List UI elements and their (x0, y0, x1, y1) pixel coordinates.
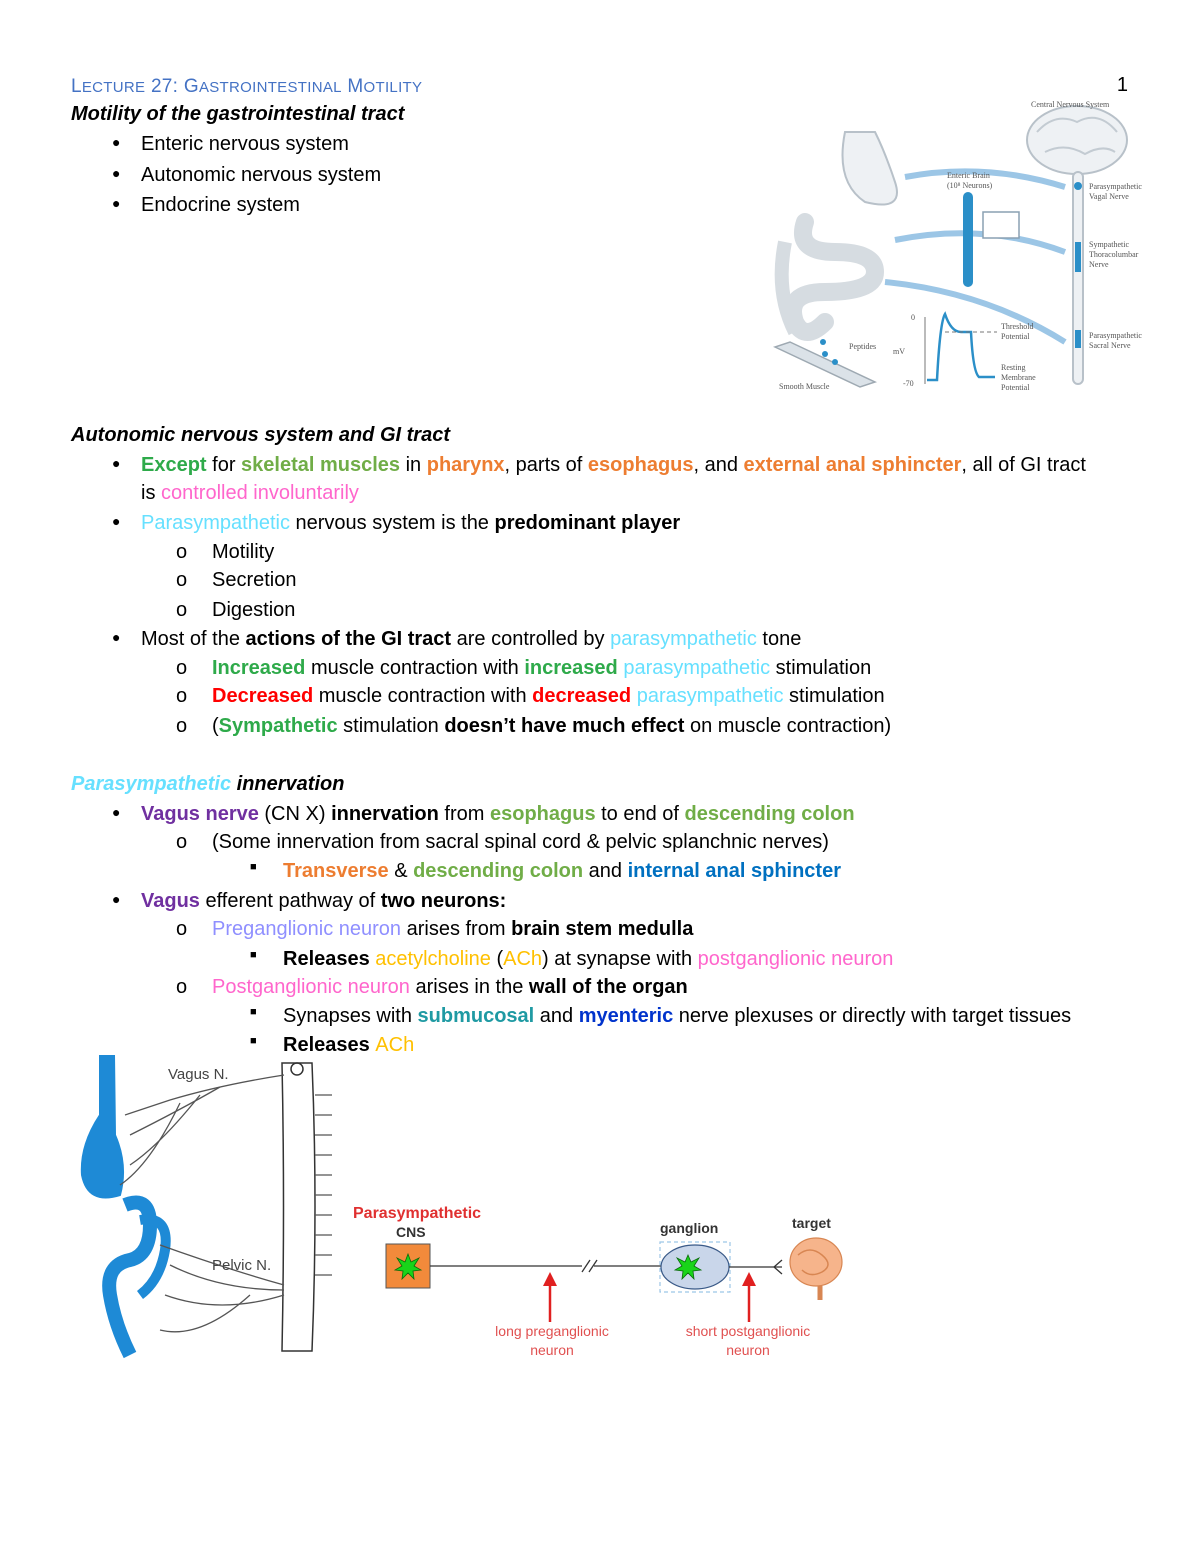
bullet-dot: ● (112, 165, 121, 181)
cns-label: CNS (396, 1224, 426, 1240)
short-postganglionic-label: short postganglionic (686, 1323, 811, 1339)
section-heading-autonomic: Autonomic nervous system and GI tract (71, 424, 450, 446)
svg-text:Smooth Muscle: Smooth Muscle (779, 382, 830, 391)
sub-item: Motility (212, 541, 275, 563)
svg-text:Sacral Nerve: Sacral Nerve (1089, 341, 1131, 350)
svg-text:Vagal Nerve: Vagal Nerve (1089, 192, 1129, 201)
target-label: target (792, 1215, 831, 1231)
svg-text:Threshold: Threshold (1001, 322, 1033, 331)
pelvic-label: Pelvic N. (212, 1257, 271, 1274)
smooth-muscle-icon (772, 341, 878, 388)
svg-text:Parasympathetic: Parasympathetic (1089, 182, 1142, 191)
enteric-chain (963, 192, 973, 287)
bullet-dot: ● (112, 804, 121, 820)
bullet-dot: ● (112, 195, 121, 211)
sub-bullet: o (176, 541, 188, 563)
list-item-continued: is controlled involuntarily (141, 482, 359, 504)
sub-bullet: o (176, 569, 188, 591)
bullet-dot: ● (112, 455, 121, 471)
svg-text:neuron: neuron (530, 1342, 574, 1358)
intestine-icon (102, 1195, 158, 1359)
section-heading-motility: Motility of the gastrointestinal tract (71, 103, 405, 125)
svg-text:mV: mV (893, 347, 905, 356)
long-preganglionic-label: long preganglionic (495, 1323, 609, 1339)
square-bullet: ■ (250, 1035, 257, 1047)
intestine-icon (784, 213, 885, 341)
ganglion-label: ganglion (660, 1220, 718, 1236)
sub-item: Decreased muscle contraction with decrea… (212, 685, 885, 707)
sub-item: (Some innervation from sacral spinal cor… (212, 831, 829, 853)
svg-text:Parasympathetic: Parasympathetic (1089, 331, 1142, 340)
list-item: Vagus nerve (CN X) innervation from esop… (141, 803, 855, 825)
page-number: 1 (1116, 74, 1128, 96)
svg-text:Thoracolumbar: Thoracolumbar (1089, 250, 1139, 259)
neuron-star-icon (393, 1252, 423, 1281)
square-bullet: ■ (250, 861, 257, 873)
svg-text:Potential: Potential (1001, 332, 1030, 341)
svg-text:Sympathetic: Sympathetic (1089, 240, 1129, 249)
pathway-title: Parasympathetic (353, 1205, 481, 1222)
svg-text:Membrane: Membrane (1001, 373, 1036, 382)
spinal-cord (1072, 171, 1084, 385)
esophagus-stomach (80, 1055, 125, 1199)
intestine-target-icon (789, 1237, 843, 1300)
list-item: Parasympathetic nervous system is the pr… (141, 512, 681, 534)
svg-text:Resting: Resting (1001, 363, 1025, 372)
sub-bullet: o (176, 831, 188, 853)
sub-item: Postganglionic neuron arises in the wall… (212, 976, 688, 998)
list-item: Endocrine system (141, 194, 300, 216)
svg-text:neuron: neuron (726, 1342, 770, 1358)
sub-item: Secretion (212, 569, 297, 591)
brain-icon (1026, 105, 1128, 175)
sub-sub-item: Releases acetylcholine (ACh) at synapse … (283, 948, 894, 970)
bullet-dot: ● (112, 134, 121, 150)
arrow-vagal (904, 168, 1066, 190)
svg-text:0: 0 (911, 313, 915, 322)
list-item: Vagus efferent pathway of two neurons: (141, 890, 507, 912)
vagus-pelvic-diagram: Vagus N. Pelvic N. (80, 1055, 332, 1359)
arrow-up-icon (543, 1272, 557, 1286)
sub-bullet: o (176, 599, 188, 621)
svg-text:Potential: Potential (1001, 383, 1030, 392)
vagus-label: Vagus N. (168, 1066, 229, 1083)
sub-bullet: o (176, 918, 188, 940)
bullet-dot: ● (112, 629, 121, 645)
sub-sub-item: Releases ACh (283, 1034, 415, 1056)
spinal-column (281, 1062, 316, 1352)
section-heading-parasympathetic: Parasympathetic innervation (71, 773, 345, 795)
bullet-dot: ● (112, 513, 121, 529)
svg-text:Nerve: Nerve (1089, 260, 1109, 269)
arrow-up-icon (742, 1272, 756, 1286)
bullet-dot: ● (112, 891, 121, 907)
sub-item: (Sympathetic stimulation doesn’t have mu… (212, 715, 892, 737)
svg-text:-70: -70 (903, 379, 914, 388)
svg-text:Peptides: Peptides (849, 342, 876, 351)
list-item: Autonomic nervous system (141, 164, 382, 186)
sub-item: Increased muscle contraction with increa… (212, 657, 872, 679)
svg-text:Enteric Brain: Enteric Brain (947, 171, 990, 180)
stomach-icon (841, 131, 898, 206)
action-potential-trace (927, 311, 995, 382)
sub-bullet: o (176, 715, 188, 737)
sub-bullet: o (176, 685, 188, 707)
sub-bullet: o (176, 657, 188, 679)
sub-bullet: o (176, 976, 188, 998)
label-cns: Central Nervous System (1031, 100, 1110, 109)
square-bullet: ■ (250, 1006, 257, 1018)
gi-innervation-diagram: Central Nervous System Enteric Brain (10… (772, 100, 1142, 392)
sub-item: Digestion (212, 599, 296, 621)
sub-item: Preganglionic neuron arises from brain s… (212, 918, 694, 940)
svg-text:(10⁸ Neurons): (10⁸ Neurons) (947, 181, 993, 190)
sub-sub-item: Transverse & descending colon and intern… (283, 860, 841, 882)
parasympathetic-pathway-diagram: Parasympathetic CNS ganglion target long (353, 1205, 843, 1358)
list-item: Most of the actions of the GI tract are … (141, 628, 802, 650)
list-item: Except for skeletal muscles in pharynx, … (141, 454, 1086, 476)
square-bullet: ■ (250, 949, 257, 961)
lecture-title: LECTURE 27: GASTROINTESTINAL MOTILITY (71, 76, 423, 97)
neuron-star-icon (673, 1253, 703, 1281)
list-item: Enteric nervous system (141, 133, 349, 155)
sub-sub-item: Synapses with submucosal and myenteric n… (283, 1005, 1072, 1027)
